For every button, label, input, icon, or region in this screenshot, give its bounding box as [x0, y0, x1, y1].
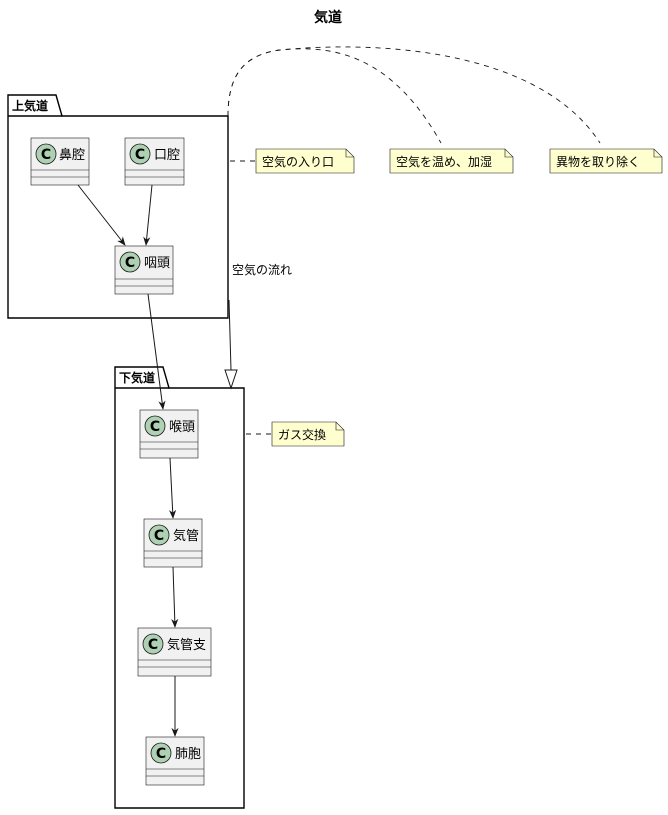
class-marker-icon	[144, 415, 166, 437]
note-warm: 空気を温め、加湿	[389, 148, 514, 174]
class-marker-icon	[150, 742, 172, 764]
edge-nasal-to-pharynx	[77, 184, 126, 246]
svg-text:C: C	[150, 419, 160, 435]
note-remove-text: 異物を取り除く	[556, 154, 640, 169]
class-bronchi[interactable]: C 気管支	[137, 627, 212, 677]
svg-text:C: C	[154, 528, 164, 544]
svg-text:C: C	[125, 255, 135, 271]
note-link-remove	[227, 46, 601, 144]
class-name: 肺胞	[175, 747, 201, 762]
class-marker-icon	[119, 251, 141, 273]
edge-pharynx-to-larynx	[147, 293, 166, 410]
note-entrance: 空気の入り口	[255, 148, 355, 174]
svg-text:C: C	[156, 746, 166, 762]
class-trachea[interactable]: C 気管	[143, 518, 203, 568]
class-nasal-cavity[interactable]: C 鼻腔	[30, 137, 90, 186]
svg-text:C: C	[41, 147, 51, 163]
class-name: 気管支	[167, 637, 206, 653]
class-oral-cavity[interactable]: C 口腔	[124, 137, 185, 186]
class-alveoli[interactable]: C 肺胞	[145, 736, 205, 786]
class-name: 口腔	[154, 148, 180, 163]
class-name: 気管	[173, 528, 199, 544]
class-name: 鼻腔	[59, 147, 85, 163]
class-name: 咽頭	[144, 256, 170, 271]
class-pharynx[interactable]: C 咽頭	[114, 245, 174, 295]
class-larynx[interactable]: C 喉頭	[139, 409, 199, 459]
class-marker-icon	[148, 524, 170, 546]
package-lower-label: 下気道	[119, 370, 155, 385]
svg-text:C: C	[135, 147, 145, 163]
edge-airflow-label: 空気の流れ	[232, 262, 292, 277]
package-lower-frame	[114, 366, 245, 809]
svg-text:C: C	[148, 637, 158, 653]
edge-larynx-to-trachea	[168, 457, 177, 519]
diagram-title: 気道	[314, 9, 342, 26]
edge-airflow: 空気の流れ	[224, 262, 292, 390]
note-warm-text: 空気を温め、加湿	[396, 154, 492, 169]
class-marker-icon	[35, 143, 57, 165]
class-marker-icon	[142, 633, 164, 655]
note-link-warm	[227, 48, 442, 144]
note-gas-text: ガス交換	[278, 427, 326, 442]
edge-trachea-to-bronchi	[171, 566, 179, 628]
class-marker-icon	[129, 143, 151, 165]
class-name: 喉頭	[169, 420, 195, 435]
note-gas: ガス交換	[271, 421, 345, 447]
package-upper-label: 上気道	[12, 98, 48, 113]
note-entrance-text: 空気の入り口	[262, 154, 334, 169]
edge-oral-to-pharynx	[143, 184, 153, 246]
note-remove: 異物を取り除く	[549, 148, 663, 174]
hollow-arrowhead-icon	[224, 369, 238, 390]
